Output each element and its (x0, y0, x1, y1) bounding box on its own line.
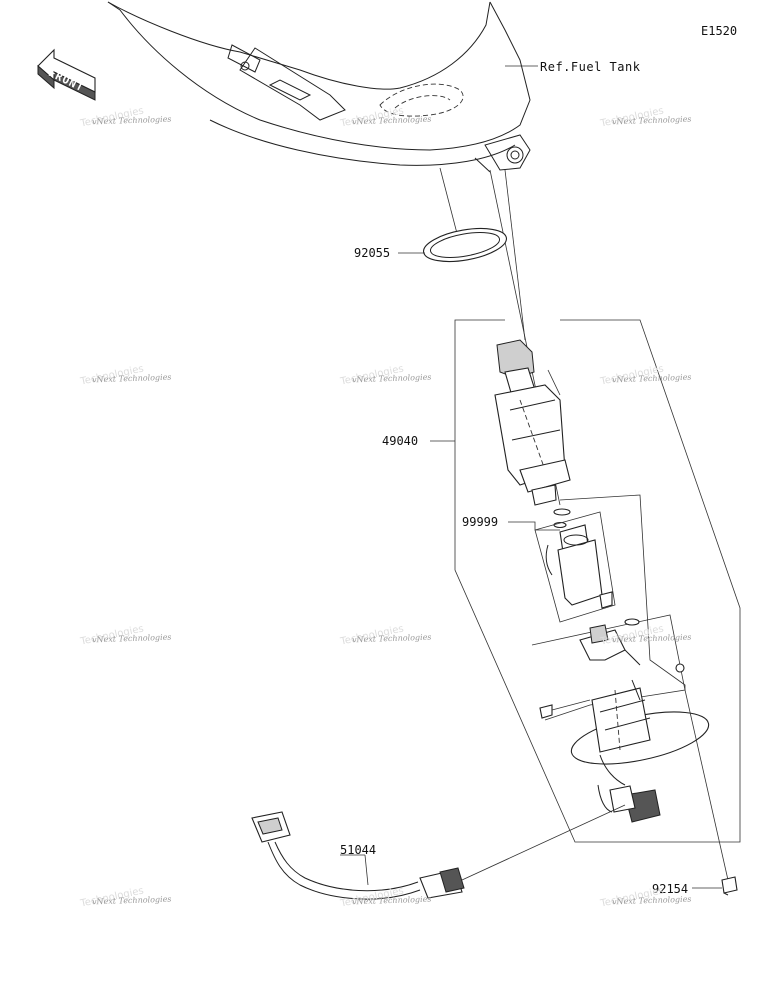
pump-flange (570, 679, 710, 786)
bolt (684, 689, 738, 896)
lead-wire-harness (251, 804, 626, 900)
part-number-99999[interactable]: 99999 (462, 515, 499, 529)
fuel-tank-drawing (107, 1, 531, 173)
fuel-pump-assembly (494, 339, 571, 506)
assembly-bracket (430, 319, 741, 843)
seal-rings (553, 508, 571, 529)
part-number-51044[interactable]: 51044 (340, 843, 377, 857)
pump-motor (534, 511, 616, 623)
part-number-49040[interactable]: 49040 (382, 434, 419, 448)
part-number-92055[interactable]: 92055 (354, 246, 391, 260)
gasket-ring (423, 227, 507, 263)
diagram-code: E1520 (701, 24, 738, 38)
ref-fuel-tank-label: Ref.Fuel Tank (540, 60, 641, 74)
front-arrow-icon (37, 48, 96, 101)
part-number-92154[interactable]: 92154 (652, 882, 689, 896)
pump-connector (597, 784, 661, 823)
